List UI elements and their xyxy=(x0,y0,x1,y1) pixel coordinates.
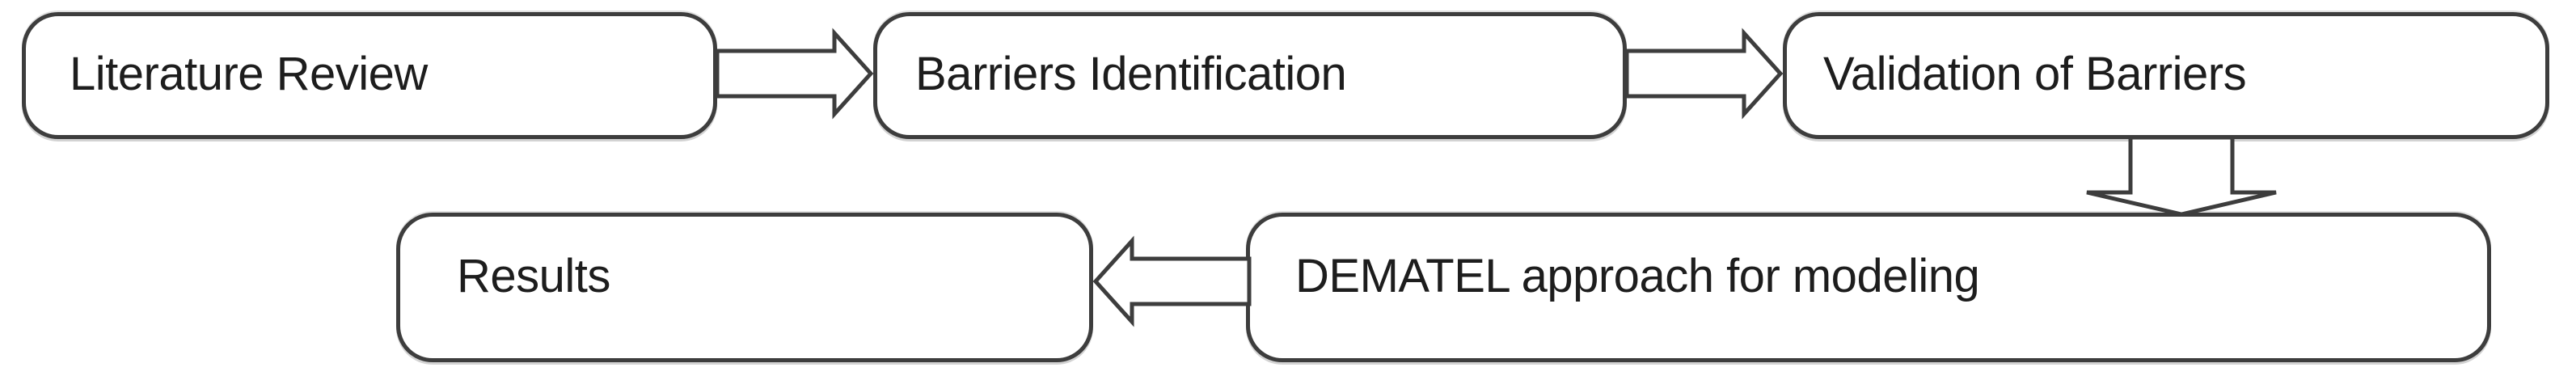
node-validation-of-barriers: Validation of Barriers xyxy=(1783,12,2549,139)
node-dematel-approach-label: DEMATEL approach for modeling xyxy=(1295,249,1980,302)
node-barriers-identification-label: Barriers Identification xyxy=(915,47,1347,100)
node-results-label: Results xyxy=(457,249,610,302)
arrow-down-icon-validation-to-dematel xyxy=(2086,135,2277,217)
node-literature-review: Literature Review xyxy=(22,12,717,139)
node-dematel-approach: DEMATEL approach for modeling xyxy=(1246,213,2491,362)
node-literature-review-label: Literature Review xyxy=(70,47,428,100)
node-validation-of-barriers-label: Validation of Barriers xyxy=(1823,47,2247,100)
node-results: Results xyxy=(396,213,1093,362)
arrow-right-icon-barriers-to-validation xyxy=(1624,27,1784,120)
arrow-right-icon-literature-to-barriers xyxy=(715,27,874,120)
arrow-left-icon-dematel-to-results xyxy=(1092,235,1252,327)
node-barriers-identification: Barriers Identification xyxy=(873,12,1627,139)
